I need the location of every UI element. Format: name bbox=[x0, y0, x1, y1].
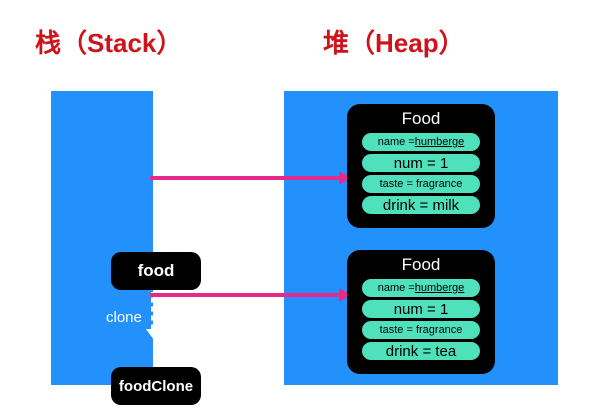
stack-variable-food: food bbox=[111, 252, 201, 290]
field-taste: taste = fragrance bbox=[362, 321, 480, 339]
stack-variable-foodclone: foodClone bbox=[111, 367, 201, 405]
stack-memory-panel: food clone foodClone bbox=[51, 91, 201, 405]
field-num: num = 1 bbox=[362, 300, 480, 318]
heap-object-food-clone: Food name = humberge num = 1 taste = fra… bbox=[347, 250, 495, 374]
clone-dashed-line-icon bbox=[151, 292, 156, 330]
heap-region-title: 堆（Heap） bbox=[323, 28, 465, 58]
field-name: name = humberge bbox=[362, 279, 480, 297]
field-num: num = 1 bbox=[362, 154, 480, 172]
field-drink: drink = tea bbox=[362, 342, 480, 360]
heap-object-food-original: Food name = humberge num = 1 taste = fra… bbox=[347, 104, 495, 228]
field-drink: drink = milk bbox=[362, 196, 480, 214]
stack-region-title: 栈（Stack） bbox=[35, 28, 183, 58]
clone-edge-label: clone bbox=[106, 309, 142, 326]
field-name: name = humberge bbox=[362, 133, 480, 151]
reference-arrow-foodclone-to-object bbox=[150, 288, 351, 302]
clone-arrowhead-icon bbox=[146, 329, 162, 340]
heap-object-class-name: Food bbox=[401, 109, 441, 128]
reference-arrow-food-to-object bbox=[150, 171, 351, 185]
field-taste: taste = fragrance bbox=[362, 175, 480, 193]
heap-object-class-name: Food bbox=[401, 255, 441, 274]
